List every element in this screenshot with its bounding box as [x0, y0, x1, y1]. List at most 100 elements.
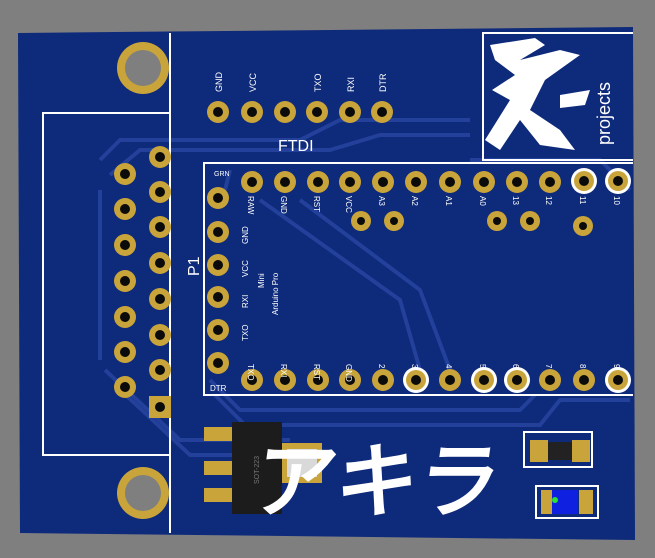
pin-label: RAW: [246, 196, 255, 215]
pin-label: 7: [544, 364, 553, 369]
ftdi-pin-label: DTR: [378, 73, 388, 92]
ftdi-pin: [306, 101, 328, 123]
pin-label: TXO: [241, 325, 250, 341]
arduino-outline: [203, 162, 633, 396]
bottom-row-labels: TXO RXI RST GND 2 3 4 5 6 7 8 9: [246, 364, 621, 382]
pin-label: 4: [444, 364, 453, 369]
arduino-pin: [207, 254, 229, 276]
db9-pin: [149, 181, 171, 203]
analog-extra-pads: [351, 211, 593, 236]
arduino-pin: [307, 369, 329, 391]
projects-logo: projects: [482, 32, 633, 161]
ftdi-pin: [241, 101, 263, 123]
pin-label: 12: [544, 196, 553, 205]
ftdi-pin-label: VCC: [248, 72, 258, 92]
left-col-labels: GRN GND VCC RXI TXO DTR: [210, 171, 250, 393]
ftdi-pin-label: GND: [214, 72, 224, 93]
pin-label: 2: [377, 364, 386, 369]
pin-label: RXI: [241, 295, 250, 308]
arduino-pin: [207, 352, 229, 374]
db9-pin: [114, 306, 136, 328]
arduino-pin: [274, 171, 296, 193]
extra-pad: [384, 211, 404, 231]
pin-label: VCC: [241, 260, 250, 277]
arduino-pin: [473, 171, 495, 193]
db9-pin: [149, 146, 171, 168]
extra-pad: [520, 211, 540, 231]
pin-label: GND: [344, 364, 353, 382]
arduino-pin: [571, 168, 597, 194]
pin-label: A3: [377, 196, 386, 206]
pin-label: RXI: [279, 364, 288, 377]
pin-label: GRN: [214, 171, 230, 178]
arduino-pin: [539, 369, 561, 391]
ftdi-pin: [207, 101, 229, 123]
arduino-pin: [439, 369, 461, 391]
pin-label: 5: [478, 364, 487, 369]
ftdi-pin: [339, 101, 361, 123]
pin-label: GND: [241, 226, 250, 244]
pin-label: RST: [312, 196, 321, 212]
mounting-hole-bottom: [117, 467, 169, 519]
db9-pin: [149, 288, 171, 310]
extra-pad: [351, 211, 371, 231]
ftdi-pin-label: TXO: [313, 73, 323, 92]
arduino-pin: [471, 367, 497, 393]
mini-label: Mini: [257, 273, 266, 288]
db9-pin-square: [149, 396, 171, 418]
smd-led: [535, 485, 599, 519]
arduino-pin: [241, 369, 263, 391]
extra-pad: [573, 216, 593, 236]
arduino-pro-label: Arduino Pro: [271, 272, 280, 315]
pin-label: DTR: [210, 384, 227, 393]
pin-label: VCC: [344, 196, 353, 213]
arduino-pin: [403, 367, 429, 393]
pin-label: GND: [279, 196, 288, 214]
logo-text: projects: [594, 82, 614, 145]
arduino-pin: [207, 221, 229, 243]
arduino-pin: [307, 171, 329, 193]
arduino-pin: [339, 171, 361, 193]
db9-pins: [114, 146, 171, 418]
pin-label: A0: [478, 196, 487, 206]
regulator-marking: SOT-223: [254, 456, 261, 484]
ftdi-pin: [274, 101, 296, 123]
pin-label: A1: [444, 196, 453, 206]
brand-glyphs: アキラ: [248, 436, 507, 528]
arduino-pin: [605, 168, 631, 194]
pin-label: 11: [578, 196, 587, 205]
pin-label: 3: [410, 364, 419, 369]
pin-label: TXO: [246, 364, 255, 380]
smd-capacitor: [523, 431, 593, 468]
voltage-regulator: SOT-223: [204, 422, 322, 514]
pin-label: RST: [312, 364, 321, 380]
connector-label: P1: [186, 256, 203, 276]
arduino-pin: [207, 187, 229, 209]
arduino-pin: [504, 367, 530, 393]
arduino-pin: [605, 367, 631, 393]
db9-pin: [114, 341, 136, 363]
arduino-pin: [539, 171, 561, 193]
pin-label: 6: [511, 364, 520, 369]
db9-pin: [149, 359, 171, 381]
arduino-pin: [439, 171, 461, 193]
arduino-pin: [207, 319, 229, 341]
ftdi-header: [207, 101, 393, 123]
arduino-pin: [372, 369, 394, 391]
db9-connector-outline: [42, 33, 171, 533]
arduino-pin: [339, 369, 361, 391]
db9-pin: [149, 216, 171, 238]
arduino-pin: [405, 171, 427, 193]
arduino-bottom-row: [241, 367, 631, 393]
db9-pin: [114, 376, 136, 398]
db9-pin: [114, 198, 136, 220]
pin-label: 8: [578, 364, 587, 369]
arduino-pin: [207, 286, 229, 308]
arduino-left-column: [207, 187, 229, 374]
pin-label: 9: [612, 364, 621, 369]
arduino-pin: [241, 171, 263, 193]
db9-pin: [114, 234, 136, 256]
arduino-pin: [573, 369, 595, 391]
extra-pad: [487, 211, 507, 231]
